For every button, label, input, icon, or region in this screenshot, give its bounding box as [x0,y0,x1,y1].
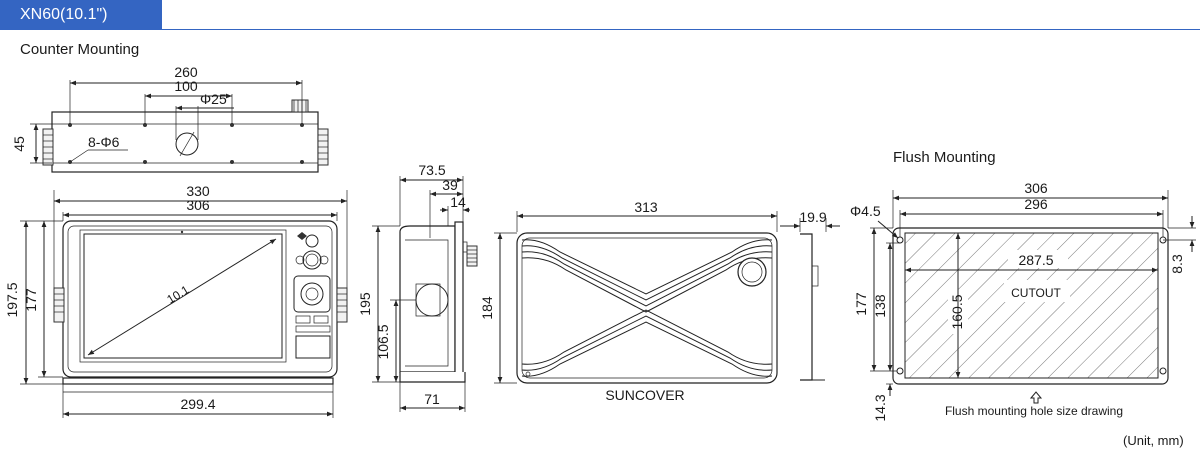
cursor-pad [293,275,331,313]
top-connector [291,99,309,113]
dim-296: 296 [1024,196,1048,212]
dim-184: 184 [479,296,495,320]
dim-39: 39 [442,177,458,193]
dim-195: 195 [357,292,373,316]
header-rule [0,29,1200,30]
back-key [313,315,329,324]
screen [83,233,283,359]
dim-1975: 197.5 [4,282,20,317]
model-title: XN60(10.1") [0,0,162,30]
flush-hole-br [1159,367,1167,375]
side-view: 73.5 39 14 195 106.5 71 [357,162,478,412]
power-key-icon [297,232,307,240]
suncover-label: SUNCOVER [605,387,684,403]
dim-14: 14 [450,194,466,210]
suncover-body [516,232,778,384]
dim-2994: 299.4 [180,396,215,412]
dim-phi25: Φ25 [200,91,227,107]
joystick [300,282,324,306]
card-slot [295,335,331,359]
dim-holes: 8-Φ6 [88,134,120,150]
dim-71: 71 [424,391,440,407]
front-right-knob [336,287,348,323]
side-housing [399,225,456,373]
front-left-knob [53,287,65,323]
dim-phi45: Φ4.5 [850,203,881,219]
counter-mounting-heading: Counter Mounting [20,41,140,58]
flush-caption: Flush mounting hole size drawing [945,404,1123,418]
home-key [305,234,319,248]
screen-diagonal [87,238,277,356]
counter-top-view: 260 100 Φ25 45 8-Φ6 [11,64,329,173]
dim-143: 14.3 [872,394,888,421]
dim-330: 330 [186,183,210,199]
dim-138: 138 [872,294,888,318]
flush-mounting-view: CUTOUT 287.5 160.5 306 296 Φ4.5 [850,180,1196,422]
side-base [399,372,466,383]
dim-83: 8.3 [1169,254,1185,274]
bracket-base [62,377,334,385]
dim-313: 313 [634,199,658,215]
dim-1605: 160.5 [949,294,965,329]
menu-key [295,315,311,324]
caption-arrow-icon [1029,391,1043,404]
dim-199: 19.9 [799,209,826,225]
dim-260: 260 [174,64,198,80]
suncover-view: 313 184 SUNCOVER 19.9 [479,199,840,403]
side-knob [466,245,478,267]
screen-bezel [79,229,287,363]
dim-flush-306: 306 [1024,180,1048,196]
front-view: 10.1 [4,183,348,418]
dim-1065: 106.5 [375,324,391,359]
suncover-side [800,233,813,381]
dim-2875: 287.5 [1018,252,1053,268]
cutout-label: CUTOUT [1011,286,1061,300]
dim-flush-177: 177 [853,292,869,316]
side-bezel [454,221,464,375]
wide-key [295,325,331,333]
dim-735: 73.5 [418,162,445,178]
cable-hole [175,132,199,156]
rotary-knob [302,250,322,270]
dim-45: 45 [11,136,27,152]
dim-306: 306 [186,197,210,213]
unit-note: (Unit, mm) [1123,433,1184,448]
flush-mounting-heading: Flush Mounting [893,149,996,166]
dim-100: 100 [174,78,198,94]
dim-177: 177 [23,288,39,312]
